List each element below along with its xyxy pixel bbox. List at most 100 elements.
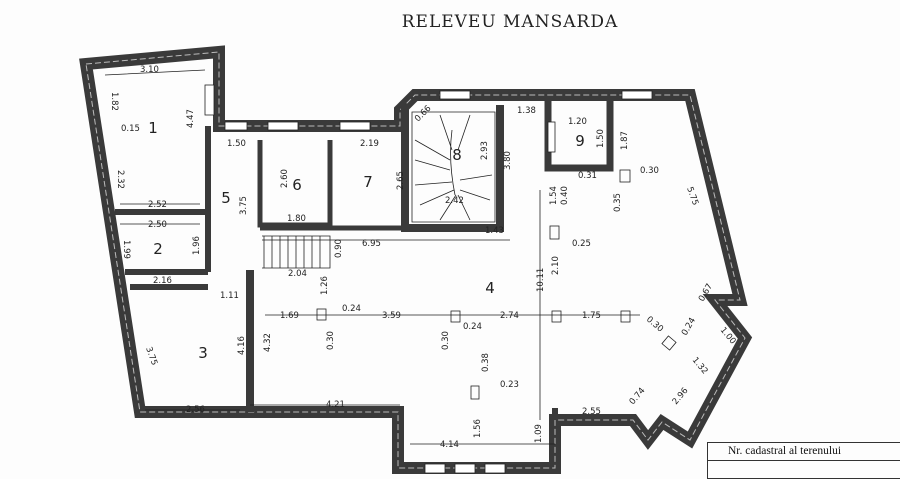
pillar xyxy=(661,335,677,351)
dimension-label: 1.32 xyxy=(690,356,710,377)
room-number-5: 5 xyxy=(221,189,231,207)
stair-wall xyxy=(401,105,504,232)
pillar xyxy=(620,310,631,323)
dimension-label: 2.60 xyxy=(280,169,290,188)
dimension-label: 1.80 xyxy=(287,214,306,224)
dimension-label: 1.50 xyxy=(227,139,246,149)
room-number-6: 6 xyxy=(292,176,302,194)
window xyxy=(547,121,556,153)
window xyxy=(339,121,371,131)
room-number-3: 3 xyxy=(198,344,208,362)
dimension-label: 5.75 xyxy=(684,186,700,207)
dimension-label: 3.80 xyxy=(503,151,513,170)
dimension-label: 2.42 xyxy=(445,196,464,206)
dimension-label: 0.66 xyxy=(413,104,433,124)
dimension-label: 0.23 xyxy=(500,380,519,390)
pillar xyxy=(470,385,480,400)
dimension-label: 2.10 xyxy=(551,256,561,275)
window xyxy=(267,121,299,131)
dimension-label: 1.54 xyxy=(549,186,559,205)
cadastral-value xyxy=(708,461,900,479)
dimension-label: 2.74 xyxy=(500,311,519,321)
dimension-label: 0.24 xyxy=(342,304,361,314)
dimension-label: 4.32 xyxy=(263,333,273,352)
dimension-line xyxy=(104,69,640,445)
dimension-label: 0.35 xyxy=(613,193,623,212)
pillar xyxy=(316,308,327,321)
pillar xyxy=(619,169,631,183)
dimension-label: 2.96 xyxy=(671,386,691,407)
dimension-label: 2.55 xyxy=(582,407,601,417)
room-numbers: 1 2 3 4 5 6 7 8 9 xyxy=(148,119,585,362)
dimension-label: 1.20 xyxy=(568,117,587,127)
dimension-label: 1.69 xyxy=(280,311,299,321)
window xyxy=(454,463,476,474)
dimension-label: 4.47 xyxy=(186,109,196,128)
cadastral-table: Nr. cadastral al terenului xyxy=(707,442,900,479)
dimension-label: 2.93 xyxy=(480,141,490,160)
plan-title: RELEVEU MANSARDA xyxy=(401,12,619,32)
dimension-label: 0.38 xyxy=(481,353,491,372)
pillar xyxy=(551,310,562,323)
cadastral-label: Nr. cadastral al terenului xyxy=(708,443,900,461)
interior-wall xyxy=(257,140,405,231)
room-number-4: 4 xyxy=(485,279,495,297)
dimension-label: 0.74 xyxy=(628,386,648,407)
dimension-label: 1.56 xyxy=(473,419,483,438)
dimension-label: 0.15 xyxy=(121,124,140,134)
exterior-walls xyxy=(79,45,753,474)
dimension-label: 10.11 xyxy=(536,268,546,292)
dimension-label: 2.32 xyxy=(115,170,125,189)
dimension-lines xyxy=(104,69,640,445)
dimension-label: 0.90 xyxy=(334,239,344,258)
dimension-label: 2.16 xyxy=(153,276,172,286)
pillar xyxy=(549,225,560,240)
window xyxy=(439,90,471,100)
room-number-9: 9 xyxy=(575,132,585,150)
room-number-7: 7 xyxy=(363,173,373,191)
dimension-label: 1.99 xyxy=(121,240,131,259)
window xyxy=(484,463,506,474)
window xyxy=(621,90,653,100)
dimension-label: 0.40 xyxy=(560,186,570,205)
dimension-label: 6.95 xyxy=(362,239,381,249)
dimension-label: 1.26 xyxy=(320,276,330,295)
dimension-label: 1.96 xyxy=(192,236,202,255)
stairs xyxy=(262,111,496,269)
dimension-label: 3.75 xyxy=(143,346,159,367)
dimension-label: 0.30 xyxy=(640,166,659,176)
straight-stair xyxy=(262,235,331,269)
dimension-label: 0.24 xyxy=(463,322,482,332)
dimension-label: 3.59 xyxy=(382,311,401,321)
room-number-2: 2 xyxy=(153,240,163,258)
dimension-label: 1.87 xyxy=(620,131,630,150)
dimension-label: 3.75 xyxy=(239,196,249,215)
wall-hatch xyxy=(85,51,746,469)
dimension-label: 0.25 xyxy=(572,239,591,249)
dimension-label: 4.21 xyxy=(326,400,345,410)
dimension-label: 0.30 xyxy=(644,315,665,335)
dimension-label: 2.19 xyxy=(360,139,379,149)
spiral-stair xyxy=(411,111,496,223)
dimension-label: 2.50 xyxy=(148,220,167,230)
window xyxy=(224,121,248,131)
dimension-label: 2.52 xyxy=(148,200,167,210)
pillars xyxy=(316,169,677,400)
dimension-label: 0.30 xyxy=(326,331,336,350)
window xyxy=(204,84,215,116)
dimension-label: 0.24 xyxy=(680,316,698,337)
dimension-label: 2.56 xyxy=(186,405,205,415)
interior-wall xyxy=(115,126,211,290)
room-number-1: 1 xyxy=(148,119,158,137)
dimension-label: 0.30 xyxy=(441,331,451,350)
dimension-label: 3.10 xyxy=(140,65,159,75)
dimension-label: 4.16 xyxy=(237,336,247,355)
pillar xyxy=(450,310,461,323)
dimension-label: 1.43 xyxy=(485,226,504,236)
windows xyxy=(204,84,653,474)
dimension-label: 2.65 xyxy=(396,171,406,190)
dimension-label: 1.11 xyxy=(220,291,239,301)
room-number-8: 8 xyxy=(452,146,462,164)
